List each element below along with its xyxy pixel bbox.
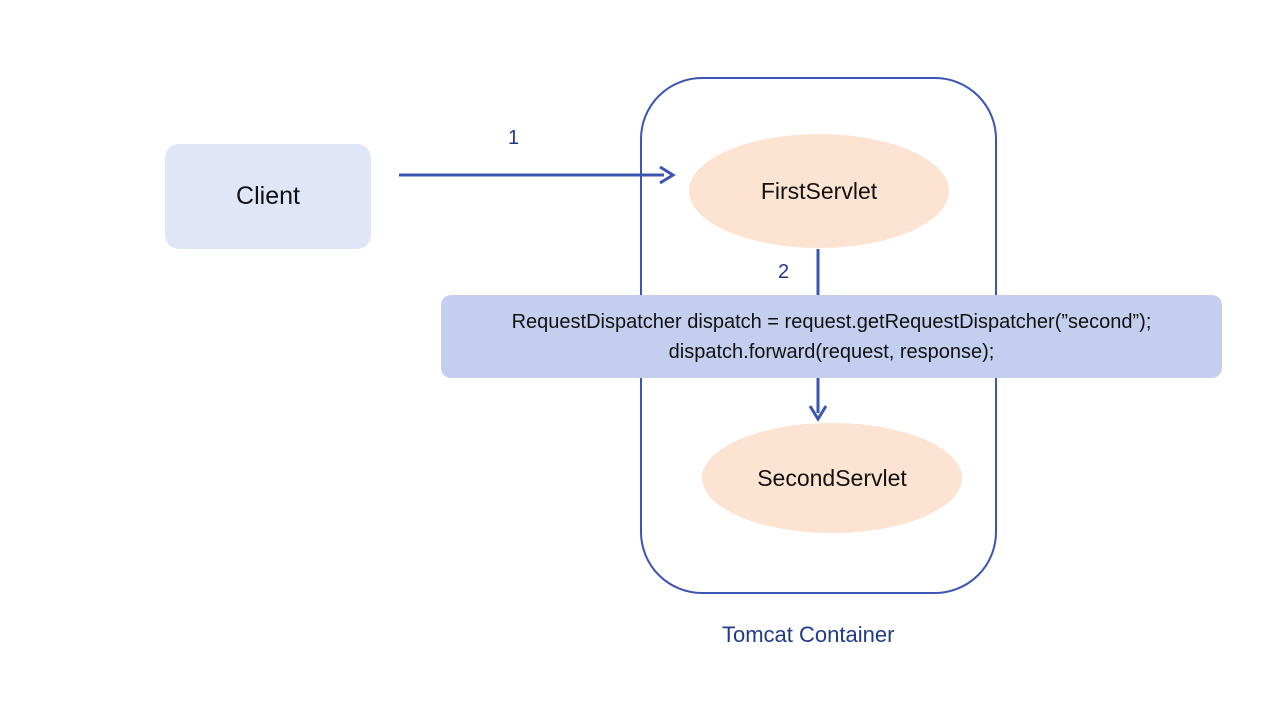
second-servlet-node: SecondServlet [702,423,962,533]
tomcat-container-label: Tomcat Container [722,622,895,647]
dispatcher-code-box: RequestDispatcher dispatch = request.get… [441,295,1222,378]
arrow-right-icon [399,165,676,185]
step-2-label: 2 [778,261,790,283]
code-line-1: RequestDispatcher dispatch = request.get… [511,310,1152,333]
first-servlet-node: FirstServlet [689,134,949,248]
step-1-label: 1 [508,127,520,149]
code-line-2: dispatch.forward(request, response); [668,340,995,363]
second-servlet-label: SecondServlet [757,464,907,491]
arrow-down-icon [808,249,828,422]
client-label: Client [236,182,300,210]
first-servlet-label: FirstServlet [760,177,878,204]
client-node: Client [165,144,371,249]
